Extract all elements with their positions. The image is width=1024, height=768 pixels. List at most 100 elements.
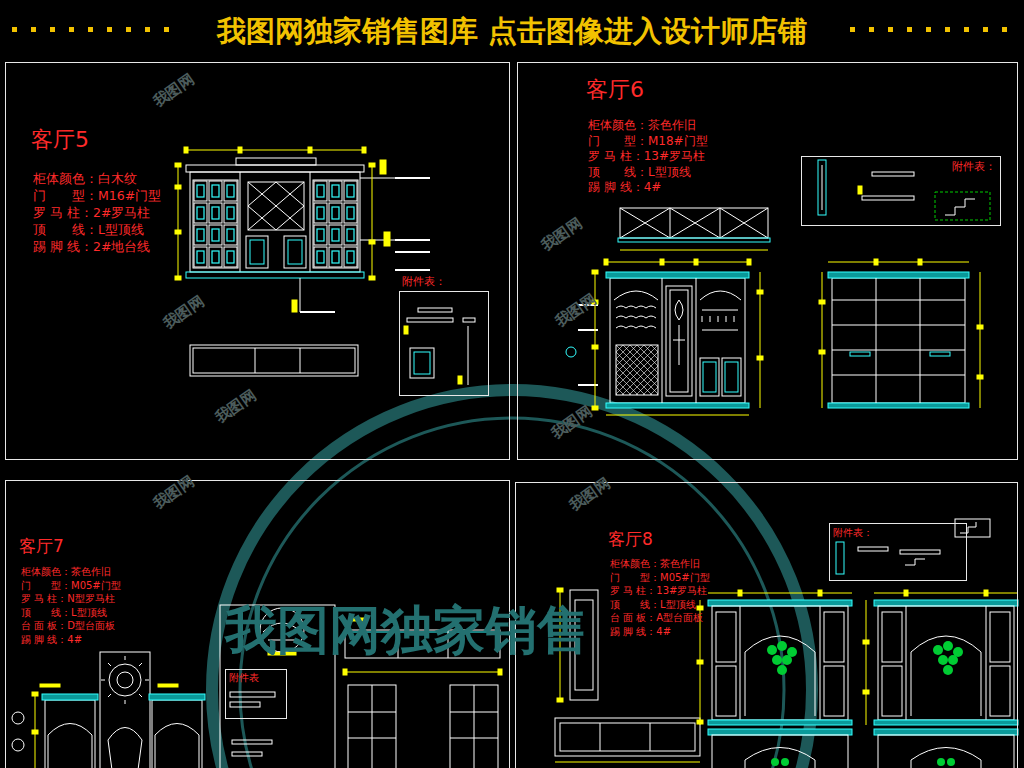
- spec-line: 踢 脚 线：4#: [21, 634, 82, 646]
- dimension-line: [555, 588, 1018, 762]
- cabinet-side: [560, 723, 695, 751]
- dimension-line: [380, 160, 386, 174]
- cabinet-elevation: [42, 694, 98, 700]
- dimension-line: [977, 375, 983, 379]
- cabinet-elevation: [745, 748, 815, 768]
- cabinet-elevation: [614, 291, 658, 300]
- dimension-line: [592, 406, 598, 410]
- cabinet-elevation: [716, 612, 736, 662]
- cabinet-elevation: [313, 180, 358, 268]
- spec-line: 顶 线：L型顶线: [21, 607, 107, 619]
- cabinet-elevation: [12, 712, 24, 724]
- spec-line: 柜体颜色：白木纹: [33, 171, 137, 186]
- banner-dots: [964, 27, 969, 32]
- cabinet-elevation: [708, 720, 852, 725]
- cabinet-elevation: [882, 612, 902, 662]
- cabinet-elevation: [616, 345, 658, 395]
- dimension-line: [372, 165, 373, 278]
- dimension-line: [757, 290, 763, 294]
- cabinet-elevation: [990, 666, 1010, 716]
- cabinet-elevation: [703, 362, 716, 392]
- cabinet-elevation: [100, 652, 150, 768]
- cabinet-plan: [474, 685, 475, 768]
- dimension-line: [828, 262, 969, 263]
- spec-line: 台 面 板：D型台面板: [21, 620, 115, 632]
- banner-dots: [1002, 27, 1007, 32]
- attachment-parts: [905, 559, 925, 565]
- attachment-label: 附件表: [229, 672, 259, 684]
- dimension-line: [32, 730, 38, 734]
- banner-dots: [31, 27, 36, 32]
- banner-dots: [983, 27, 988, 32]
- dimension-line: [158, 684, 178, 687]
- dimension-line: [369, 163, 375, 167]
- banner-title: 我图网独家销售图库 点击图像进入设计师店铺: [0, 12, 1024, 52]
- cabinet-elevation: [186, 272, 364, 278]
- cabinet-elevation: [874, 600, 1018, 606]
- dimension-line: [175, 147, 390, 312]
- dimension-line: [184, 147, 188, 153]
- cabinet-elevation: [610, 278, 745, 403]
- banner-dots: [12, 27, 17, 32]
- cabinet-elevation: [149, 694, 205, 700]
- spec-line: 踢 脚 线：2#地台线: [33, 239, 150, 254]
- cabinet-section: [828, 272, 969, 278]
- cabinet-elevation: [824, 666, 844, 716]
- cabinet-elevation: [186, 165, 364, 172]
- dimension-line: [738, 590, 742, 596]
- watermark-logo: 我图网: [548, 402, 596, 443]
- dimension-line: [592, 250, 983, 415]
- cabinet-elevation: [310, 172, 311, 272]
- dimension-line: [369, 276, 375, 280]
- cabinet-elevation: [101, 656, 149, 704]
- attachment-parts: [822, 165, 823, 210]
- dimension-line: [863, 640, 869, 644]
- cabinet-plan: [450, 685, 498, 768]
- grape-carving: [781, 758, 789, 766]
- cabinet-elevation: [673, 300, 685, 365]
- dimension-line: [175, 163, 181, 167]
- cabinet-elevation: [395, 177, 430, 179]
- banner-dots: [850, 27, 855, 32]
- cabinet-section: [850, 352, 870, 356]
- banner-dots: [145, 27, 150, 32]
- cabinet-elevation: [878, 606, 1014, 720]
- cabinet-elevation: [878, 735, 1014, 768]
- cabinet-elevation: [712, 735, 848, 768]
- drawing-panel: 客厅6柜体颜色：茶色作旧门 型：M18#门型罗 马 柱：13#罗马柱顶 线：L型…: [517, 62, 1018, 460]
- attachment-label: 附件表：: [833, 527, 873, 539]
- cabinet-elevation: [186, 158, 430, 312]
- spec-line: 踢 脚 线：4#: [610, 626, 671, 638]
- banner-dots: [69, 27, 74, 32]
- banner-dots: [888, 27, 893, 32]
- spec-line: 踢 脚 线：4#: [588, 180, 661, 194]
- grape-carving: [948, 655, 958, 665]
- dimension-line: [362, 147, 366, 153]
- dimension-line: [604, 259, 608, 265]
- cabinet-elevation: [740, 606, 741, 720]
- attachment-parts: [468, 326, 469, 385]
- cabinet-plan: [190, 345, 358, 376]
- dimension-line: [697, 720, 703, 724]
- dimension-line: [595, 272, 596, 408]
- cabinet-elevation: [45, 700, 95, 768]
- cabinet-elevation: [117, 672, 133, 688]
- watermark-logo: 我图网: [150, 70, 198, 111]
- attachment-parts: [872, 172, 914, 176]
- cabinet-side: [600, 723, 601, 751]
- cabinet-elevation: [12, 739, 24, 751]
- attachment-table-box: 附件表：: [801, 156, 1001, 226]
- cabinet-section: [832, 350, 965, 351]
- cabinet-elevation: [702, 310, 738, 330]
- banner-dots: [164, 27, 169, 32]
- cabinet-elevation: [152, 700, 202, 768]
- watermark-logo: 我图网: [160, 292, 208, 333]
- attachment-table-box: 附件表：: [829, 523, 967, 581]
- spec-line: 罗 马 柱：2#罗马柱: [33, 205, 150, 220]
- drawing-panel: 客厅8柜体颜色：茶色作旧门 型：M05#门型罗 马 柱：13#罗马柱顶 线：L型…: [515, 482, 1018, 768]
- cabinet-plan: [620, 208, 768, 238]
- attachment-table-box: 附件表: [225, 669, 287, 719]
- cabinet-plan: [372, 685, 373, 768]
- dimension-line: [822, 272, 823, 408]
